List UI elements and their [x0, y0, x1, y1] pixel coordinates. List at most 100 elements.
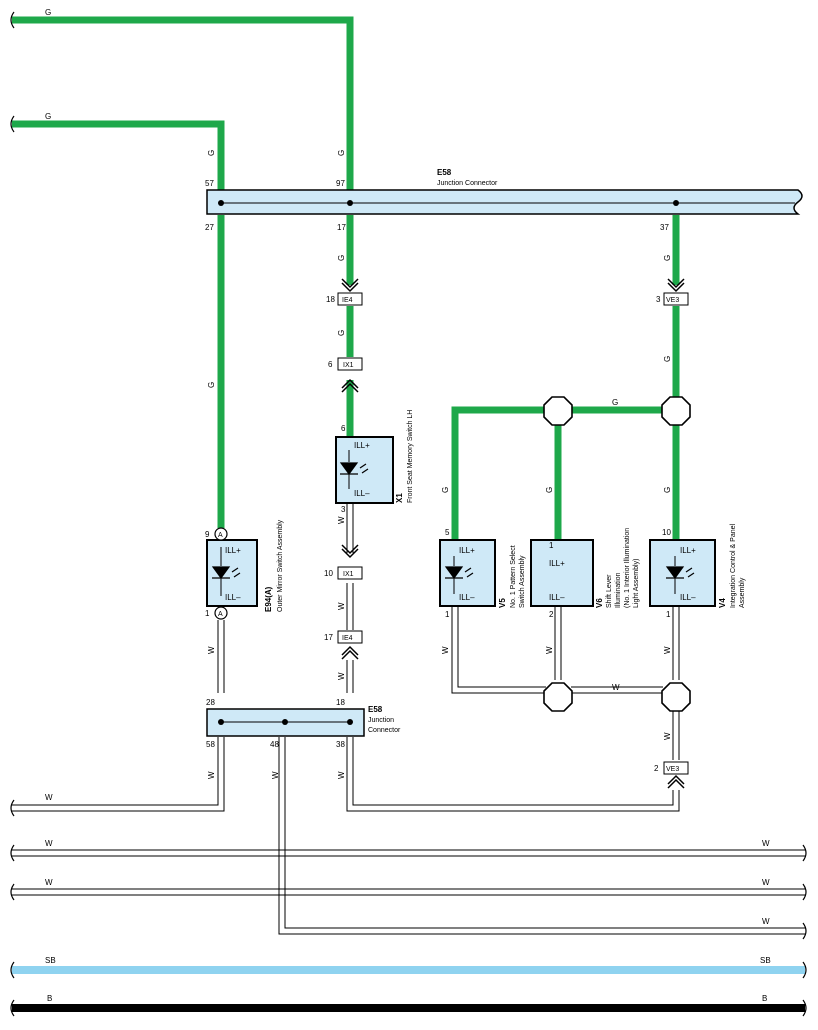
ie4-label: IE4 [342, 635, 353, 642]
v6-component [530, 539, 594, 607]
pin-label: 37 [660, 223, 669, 232]
wire-label: SB [760, 956, 771, 965]
v6-name-2: Illumination [615, 572, 622, 608]
break-marks-left [10, 11, 15, 1017]
pin-label: 38 [336, 740, 345, 749]
svg-text:G: G [663, 255, 672, 261]
svg-text:W: W [441, 646, 450, 654]
v5-component [439, 539, 496, 607]
green-wires [12, 16, 685, 540]
wire-label: W [762, 839, 770, 848]
ie4-connector-bottom [337, 630, 363, 644]
e94-name: Outer Mirror Switch Assembly [277, 519, 284, 612]
pin-label: 17 [337, 223, 346, 232]
v6-name-3: (No. 1 Interior Illumination [624, 528, 631, 608]
x1-name: Front Seat Memory Switch LH [407, 410, 414, 503]
wire-label: W [45, 793, 53, 802]
ix1-label: IX1 [343, 571, 354, 578]
svg-text:W: W [337, 771, 346, 779]
svg-text:W: W [207, 646, 216, 654]
pin-label: 1 [445, 610, 450, 619]
svg-text:ILL+: ILL+ [354, 441, 370, 450]
e58-bottom-name-2: Connector [368, 727, 401, 734]
v5-name-1: No. 1 Pattern Select [510, 545, 517, 608]
v5-name-2: Switch Assembly [519, 555, 526, 608]
v4-code: V4 [718, 598, 727, 608]
splice-points [543, 396, 691, 712]
green-wire-top-2 [12, 120, 225, 197]
wire-label: G [612, 398, 618, 407]
svg-text:W: W [337, 602, 346, 610]
wire-label: W [762, 917, 770, 926]
svg-text:G: G [207, 382, 216, 388]
ix1-connector-bottom [337, 566, 363, 580]
ix1-label: IX1 [343, 362, 354, 369]
pin-label: 10 [662, 528, 671, 537]
svg-text:ILL+: ILL+ [680, 546, 696, 555]
wire-label: B [762, 994, 767, 1003]
pin-label: 18 [326, 295, 335, 304]
green-wire-top-1 [12, 16, 354, 197]
e94-code: E94(A) [264, 586, 273, 612]
component-labels: E94(A) Outer Mirror Switch Assembly X1 F… [264, 410, 746, 612]
svg-text:W: W [271, 771, 280, 779]
v6-name-1: Shift Lever [606, 574, 613, 608]
a-label: A [218, 611, 223, 618]
v4-component [649, 539, 716, 607]
pin-label: 2 [654, 764, 659, 773]
svg-text:G: G [545, 487, 554, 493]
e58-top-name: Junction Connector [437, 180, 498, 187]
x1-code: X1 [395, 493, 404, 503]
pin-label: 48 [270, 740, 279, 749]
e58-top-junction [206, 189, 803, 215]
a-label: A [218, 532, 223, 539]
pin-label: 3 [656, 295, 661, 304]
wire-label: G [45, 112, 51, 121]
pin-label: 58 [206, 740, 215, 749]
pin-label: 28 [206, 698, 215, 707]
v6-code: V6 [595, 598, 604, 608]
pin-label: 5 [445, 528, 450, 537]
svg-text:ILL+: ILL+ [225, 546, 241, 555]
ie4-label: IE4 [342, 297, 353, 304]
svg-text:G: G [663, 487, 672, 493]
svg-text:ILL+: ILL+ [549, 559, 565, 568]
pin-label: 10 [324, 569, 333, 578]
svg-text:G: G [337, 255, 346, 261]
e58-bottom-name-1: Junction [368, 717, 394, 724]
pin-label: 1 [205, 609, 210, 618]
wire-label: W [762, 878, 770, 887]
pin-label: 9 [205, 530, 210, 539]
svg-text:W: W [663, 646, 672, 654]
pin-label: 97 [336, 179, 345, 188]
svg-text:G: G [441, 487, 450, 493]
e94-component [206, 539, 258, 607]
svg-text:W: W [337, 516, 346, 524]
e58-bottom-junction [206, 708, 365, 737]
v6-name-4: Light Assembly) [633, 559, 640, 608]
svg-text:W: W [545, 646, 554, 654]
green-wire-v5 [451, 406, 546, 540]
svg-text:G: G [337, 150, 346, 156]
svg-text:W: W [663, 732, 672, 740]
ix1-connector-top [337, 357, 363, 371]
wire-label: W [45, 839, 53, 848]
svg-text:ILL–: ILL– [680, 593, 696, 602]
svg-text:ILL–: ILL– [225, 593, 241, 602]
ve3-label: VE3 [666, 297, 679, 304]
v4-name-2: Assembly [739, 577, 746, 608]
v4-name-1: Integration Control & Panel [730, 524, 737, 608]
e58-top-code: E58 [437, 168, 452, 177]
ve3-connector-bottom [663, 761, 689, 775]
svg-text:W: W [207, 771, 216, 779]
svg-text:ILL–: ILL– [549, 593, 565, 602]
pin-label: 6 [328, 360, 333, 369]
svg-text:ILL–: ILL– [354, 489, 370, 498]
pin-label: 18 [336, 698, 345, 707]
ie4-connector-top [337, 292, 363, 306]
v5-code: V5 [498, 598, 507, 608]
wire-label: W [612, 683, 620, 692]
pin-label: 3 [341, 505, 346, 514]
pin-label: 2 [549, 610, 554, 619]
